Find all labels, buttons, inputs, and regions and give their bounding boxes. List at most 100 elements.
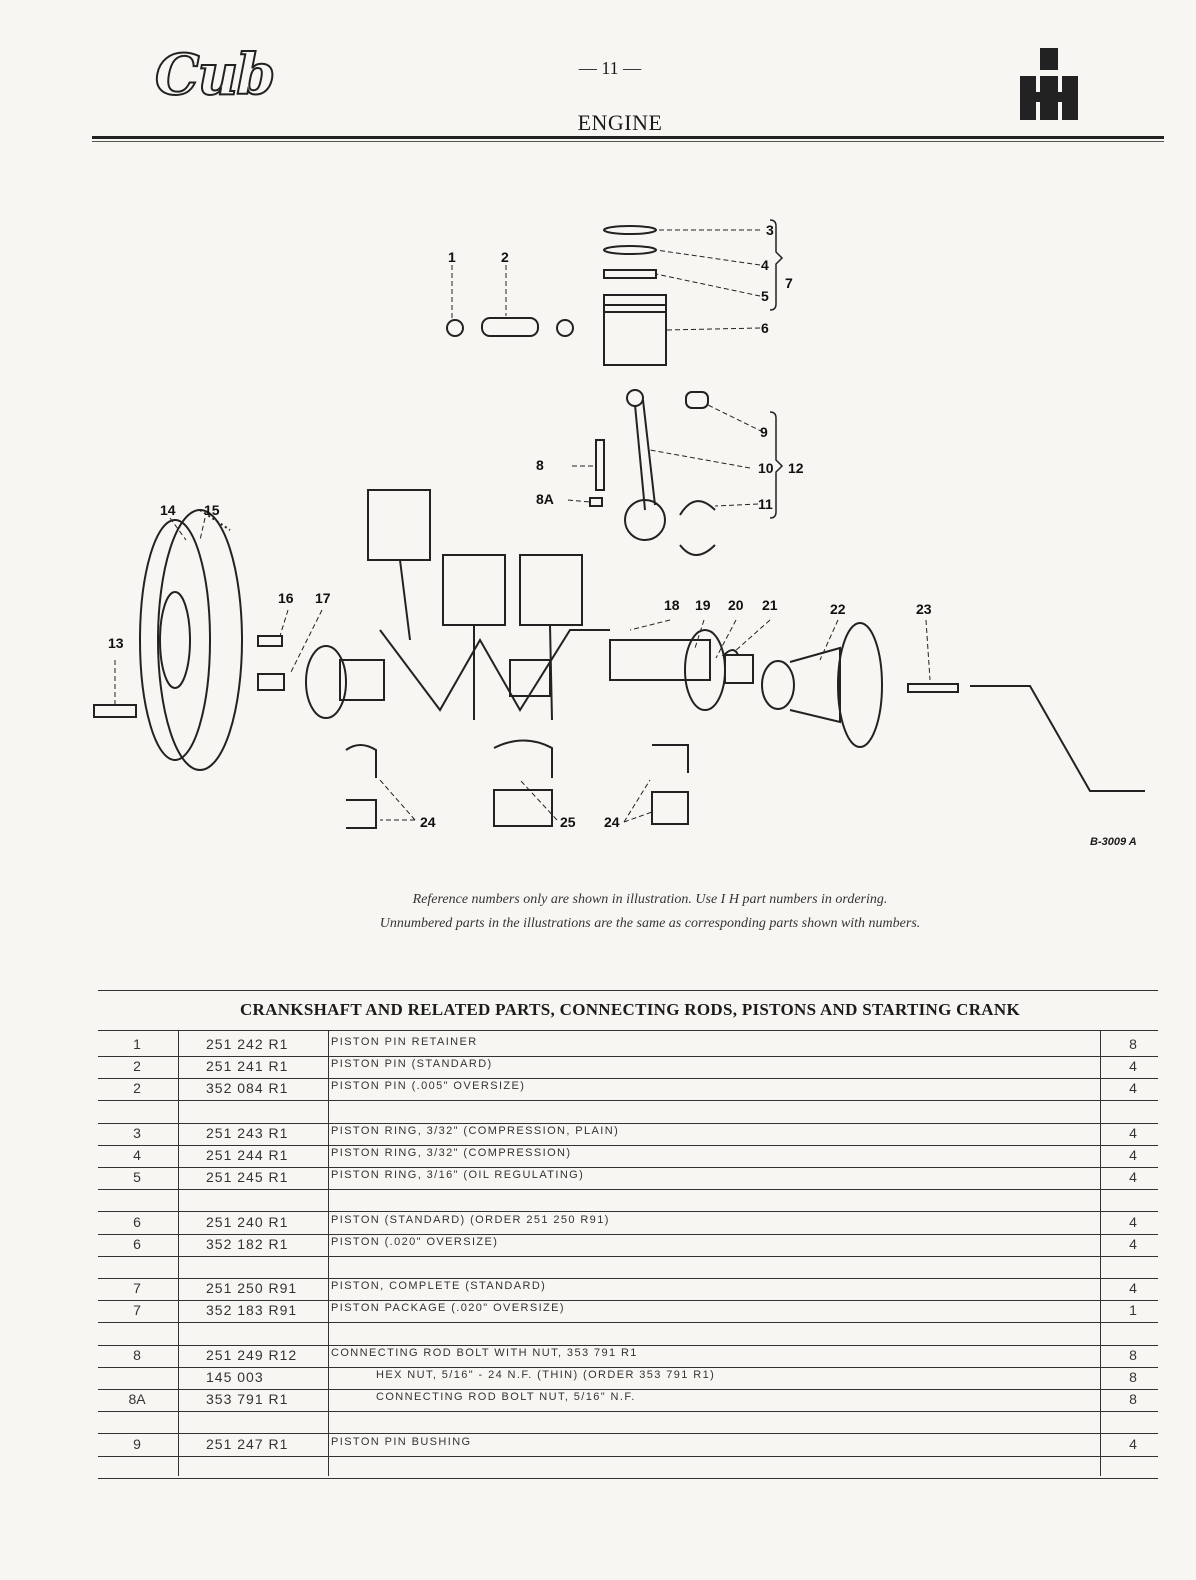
pin-bushing-9: [685, 391, 709, 409]
part-number: 352 183 R91: [206, 1302, 298, 1319]
part-description: Piston Pin (Standard): [331, 1058, 493, 1071]
rod-bearing-11: [679, 500, 716, 516]
table-row-rule: [98, 1233, 1158, 1235]
callout-22: 22: [830, 601, 846, 617]
part-number: 145 003: [206, 1369, 264, 1385]
table-top-rule: [98, 990, 1158, 991]
callout-5: 5: [761, 288, 769, 304]
piston-assembled-1: [367, 489, 431, 561]
callout-6: 6: [761, 320, 769, 336]
table-row-rule: [98, 1455, 1158, 1457]
bracket-12: [769, 411, 784, 519]
part-number: 251 242 R1: [206, 1036, 289, 1052]
cub-logo: Cub: [154, 41, 276, 109]
connecting-rod-10: [624, 499, 666, 541]
callout-7: 7: [785, 275, 793, 291]
table-row: [98, 1191, 1158, 1213]
part-number: 251 250 R91: [206, 1280, 298, 1297]
table-row-rule: [98, 1477, 1158, 1479]
table-col-divider-part: [328, 1030, 329, 1476]
pulley-22: [761, 660, 795, 710]
piston-pin-2: [481, 317, 539, 337]
table-row: 4 251 244 R1 Piston Ring, 3/32" (Compressi…: [98, 1147, 1158, 1169]
part-ref-number: 4: [133, 1147, 141, 1163]
part-number: 251 249 R12: [206, 1346, 298, 1363]
part-description: Hex Nut, 5/16" - 24 N.F. (Thin) (Order 3…: [376, 1369, 716, 1381]
callout-17: 17: [315, 590, 331, 606]
part-description: Piston (Standard) (Order 251 250 R91): [331, 1213, 610, 1226]
part-quantity: 4: [1129, 1169, 1137, 1186]
table-row-rule: [98, 1300, 1158, 1302]
table-row: [98, 1325, 1158, 1347]
table-row-rule: [98, 1344, 1158, 1346]
callout-20: 20: [728, 597, 744, 613]
piston-6: [603, 294, 667, 366]
callout-3: 3: [766, 222, 774, 238]
part-number: 251 244 R1: [206, 1147, 289, 1163]
callout-14: 14: [160, 502, 176, 518]
callout-19: 19: [695, 597, 711, 613]
table-row-rule: [98, 1211, 1158, 1213]
part-ref-number: 9: [133, 1435, 141, 1452]
part-description: Piston (.020" Oversize): [331, 1235, 499, 1248]
part-quantity: 4: [1129, 1280, 1137, 1297]
page-number: — 11 —: [578, 58, 642, 78]
callout-11: 11: [758, 496, 773, 512]
part-ref-number: 6: [133, 1235, 141, 1252]
header-rule: [92, 136, 1164, 139]
part-description: Piston, Complete (Standard): [331, 1280, 547, 1293]
callout-23: 23: [916, 601, 932, 617]
part-number: 352 084 R1: [206, 1080, 289, 1097]
table-header-rule: [98, 1030, 1158, 1031]
part-number: 352 182 R1: [206, 1235, 289, 1252]
part-description: Piston Ring, 3/16" (Oil Regulating): [331, 1169, 585, 1182]
table-col-divider-qty: [1100, 1030, 1101, 1476]
table-row-rule: [98, 1078, 1158, 1080]
main-bearing-24b: [652, 744, 689, 773]
page-title: ENGINE: [577, 110, 663, 135]
part-description: Connecting Rod Bolt with Nut, 353 791 R1: [331, 1346, 638, 1359]
part-description: Piston Ring, 3/32" (Compression): [331, 1147, 572, 1159]
callout-8a: 8A: [536, 491, 554, 507]
callout-24: 24: [420, 814, 436, 830]
part-quantity: 8: [1129, 1036, 1137, 1052]
part-description: Piston Ring, 3/32" (Compression, Plain): [331, 1124, 620, 1137]
part-ref-number: 7: [133, 1302, 141, 1319]
callout-25: 25: [560, 814, 576, 830]
table-row: 7 251 250 R91 Piston, Complete (Standard) 4: [98, 1280, 1158, 1302]
part-quantity: 4: [1129, 1147, 1137, 1163]
dowel-16: [257, 635, 283, 647]
bracket-7: [769, 219, 784, 311]
part-ref-number: 2: [133, 1058, 141, 1075]
flywheel-bolt-13: [93, 704, 137, 718]
table-title: CRANKSHAFT AND RELATED PARTS, CONNECTING…: [239, 1000, 1020, 1019]
part-ref-number: 7: [133, 1280, 141, 1297]
callout-15: 15: [204, 502, 220, 518]
part-quantity: 8: [1129, 1391, 1137, 1408]
figure-code: B-3009 A: [1090, 836, 1137, 848]
callout-12: 12: [788, 460, 804, 476]
engine-exploded-diagram: 3 4 5 6 7 1 2 9 8 8A 10 12 11 14 15 13 1…: [93, 219, 1145, 830]
callout-18: 18: [664, 597, 680, 613]
piston-ring-5: [603, 269, 657, 279]
part-quantity: 4: [1129, 1080, 1137, 1097]
table-row-rule: [98, 1389, 1158, 1390]
part-ref-number: 8A: [128, 1391, 146, 1408]
header-rule-thin: [92, 141, 1164, 142]
crank-pin-23: [907, 683, 959, 693]
piston-ring-3: [603, 225, 657, 235]
table-row: [98, 1103, 1158, 1125]
table-row-rule: [98, 1278, 1158, 1279]
part-number: 353 791 R1: [206, 1391, 289, 1408]
callout-10: 10: [758, 460, 774, 476]
piston-assembled-2: [442, 554, 506, 626]
callout-16: 16: [278, 590, 294, 606]
piston-assembled-3: [519, 554, 583, 626]
